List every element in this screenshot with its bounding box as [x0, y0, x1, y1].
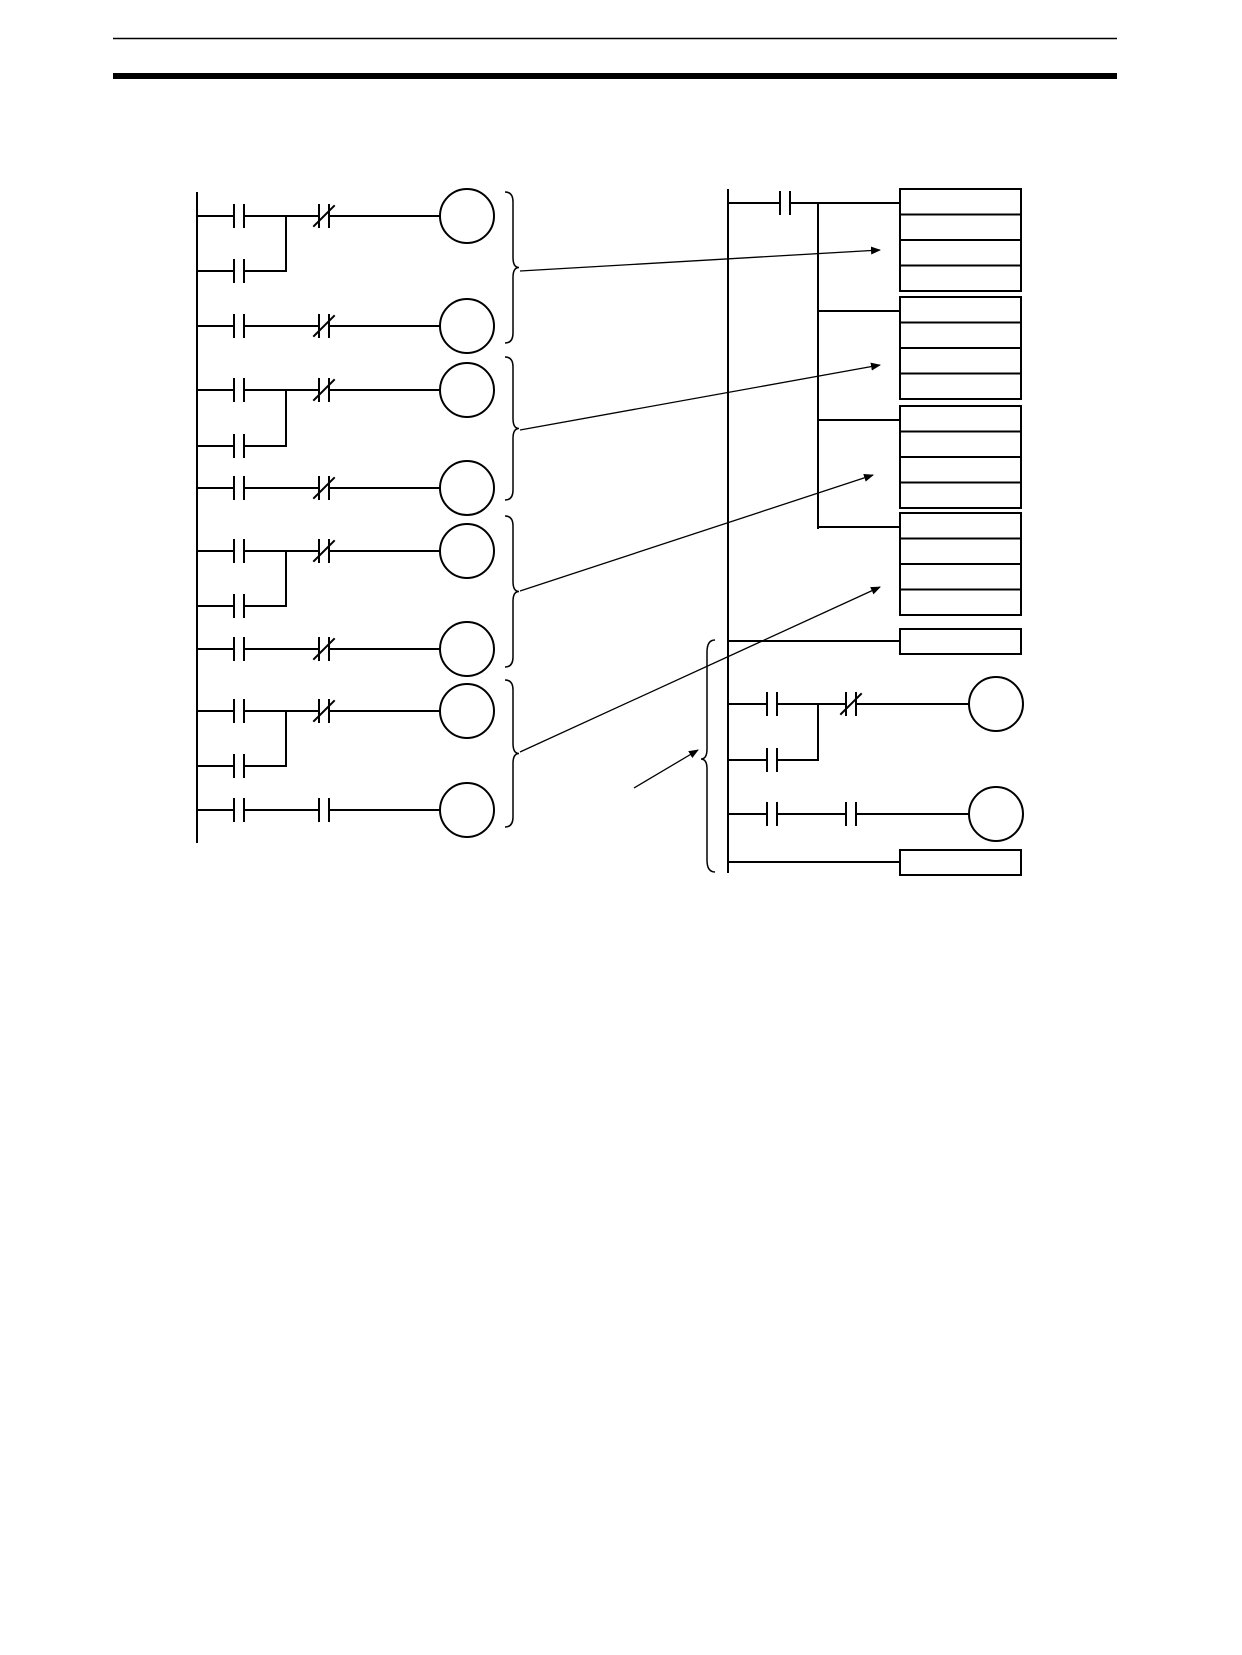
instruction-row	[899, 296, 1022, 324]
rung	[196, 188, 495, 283]
left-rung-group-braces	[504, 191, 520, 828]
no-contact	[233, 594, 245, 618]
rung	[196, 523, 495, 618]
right-ladder-program	[727, 188, 1022, 873]
no-contact	[233, 539, 245, 563]
no-contact	[233, 434, 245, 458]
no-contact	[233, 476, 245, 500]
output-coil	[439, 188, 495, 244]
mapping-arrow-2	[519, 362, 881, 431]
instruction-block-1	[899, 188, 1022, 292]
group-brace	[504, 356, 520, 501]
no-contact	[766, 692, 778, 716]
rung-group-3	[196, 523, 495, 677]
rung	[196, 621, 495, 677]
mapping-arrows	[519, 246, 881, 789]
mapping-arrow-3	[519, 474, 874, 592]
no-contact	[233, 204, 245, 228]
instruction-row	[899, 347, 1022, 375]
instruction-row	[899, 213, 1022, 241]
rung-group-2	[196, 362, 495, 516]
instruction-row	[899, 456, 1022, 484]
instruction-row	[899, 321, 1022, 349]
no-contact	[233, 798, 245, 822]
group-brace	[504, 191, 520, 344]
instruction-row	[899, 563, 1022, 591]
no-contact	[779, 191, 791, 215]
no-contact	[845, 802, 857, 826]
rung	[196, 362, 495, 458]
output-coil	[439, 523, 495, 579]
group-brace	[504, 515, 520, 668]
instruction-row	[899, 430, 1022, 458]
output-coil	[439, 362, 495, 418]
instruction-row	[899, 372, 1022, 400]
instruction-box	[899, 628, 1022, 655]
instruction-block-4	[817, 512, 1022, 616]
header-thick-rule	[113, 73, 1117, 79]
tail-group-brace	[700, 639, 716, 873]
left-ladder-program	[196, 188, 495, 843]
rung	[196, 782, 495, 838]
no-contact	[233, 699, 245, 723]
mapping-arrow-1	[519, 246, 881, 272]
rung	[196, 298, 495, 354]
no-contact	[766, 802, 778, 826]
instruction-box	[899, 849, 1022, 876]
instruction-row	[899, 239, 1022, 267]
rung	[196, 683, 495, 778]
instruction-block-3	[817, 405, 1022, 509]
instruction-row	[899, 588, 1022, 616]
rung-group-1	[196, 188, 495, 354]
no-contact	[233, 637, 245, 661]
instruction-row	[899, 481, 1022, 509]
output-coil	[439, 683, 495, 739]
instruction-row	[899, 512, 1022, 540]
instruction-block-2	[817, 296, 1022, 400]
output-coil	[439, 621, 495, 677]
no-contact	[318, 798, 330, 822]
group-brace	[504, 679, 520, 828]
rung	[196, 460, 495, 516]
no-contact	[233, 259, 245, 283]
output-coil	[439, 460, 495, 516]
no-contact	[233, 754, 245, 778]
output-coil	[439, 782, 495, 838]
no-contact	[766, 748, 778, 772]
tail-pointer-arrow	[633, 749, 699, 789]
right-tail-rungs	[700, 628, 1024, 876]
output-coil	[968, 786, 1024, 842]
instruction-row	[899, 264, 1022, 292]
output-coil	[968, 676, 1024, 732]
no-contact	[233, 314, 245, 338]
no-contact	[233, 378, 245, 402]
instruction-row	[899, 537, 1022, 565]
output-coil	[439, 298, 495, 354]
instruction-row	[899, 188, 1022, 216]
rung-group-4	[196, 683, 495, 838]
instruction-row	[899, 405, 1022, 433]
mapping-arrow-4	[519, 586, 881, 753]
